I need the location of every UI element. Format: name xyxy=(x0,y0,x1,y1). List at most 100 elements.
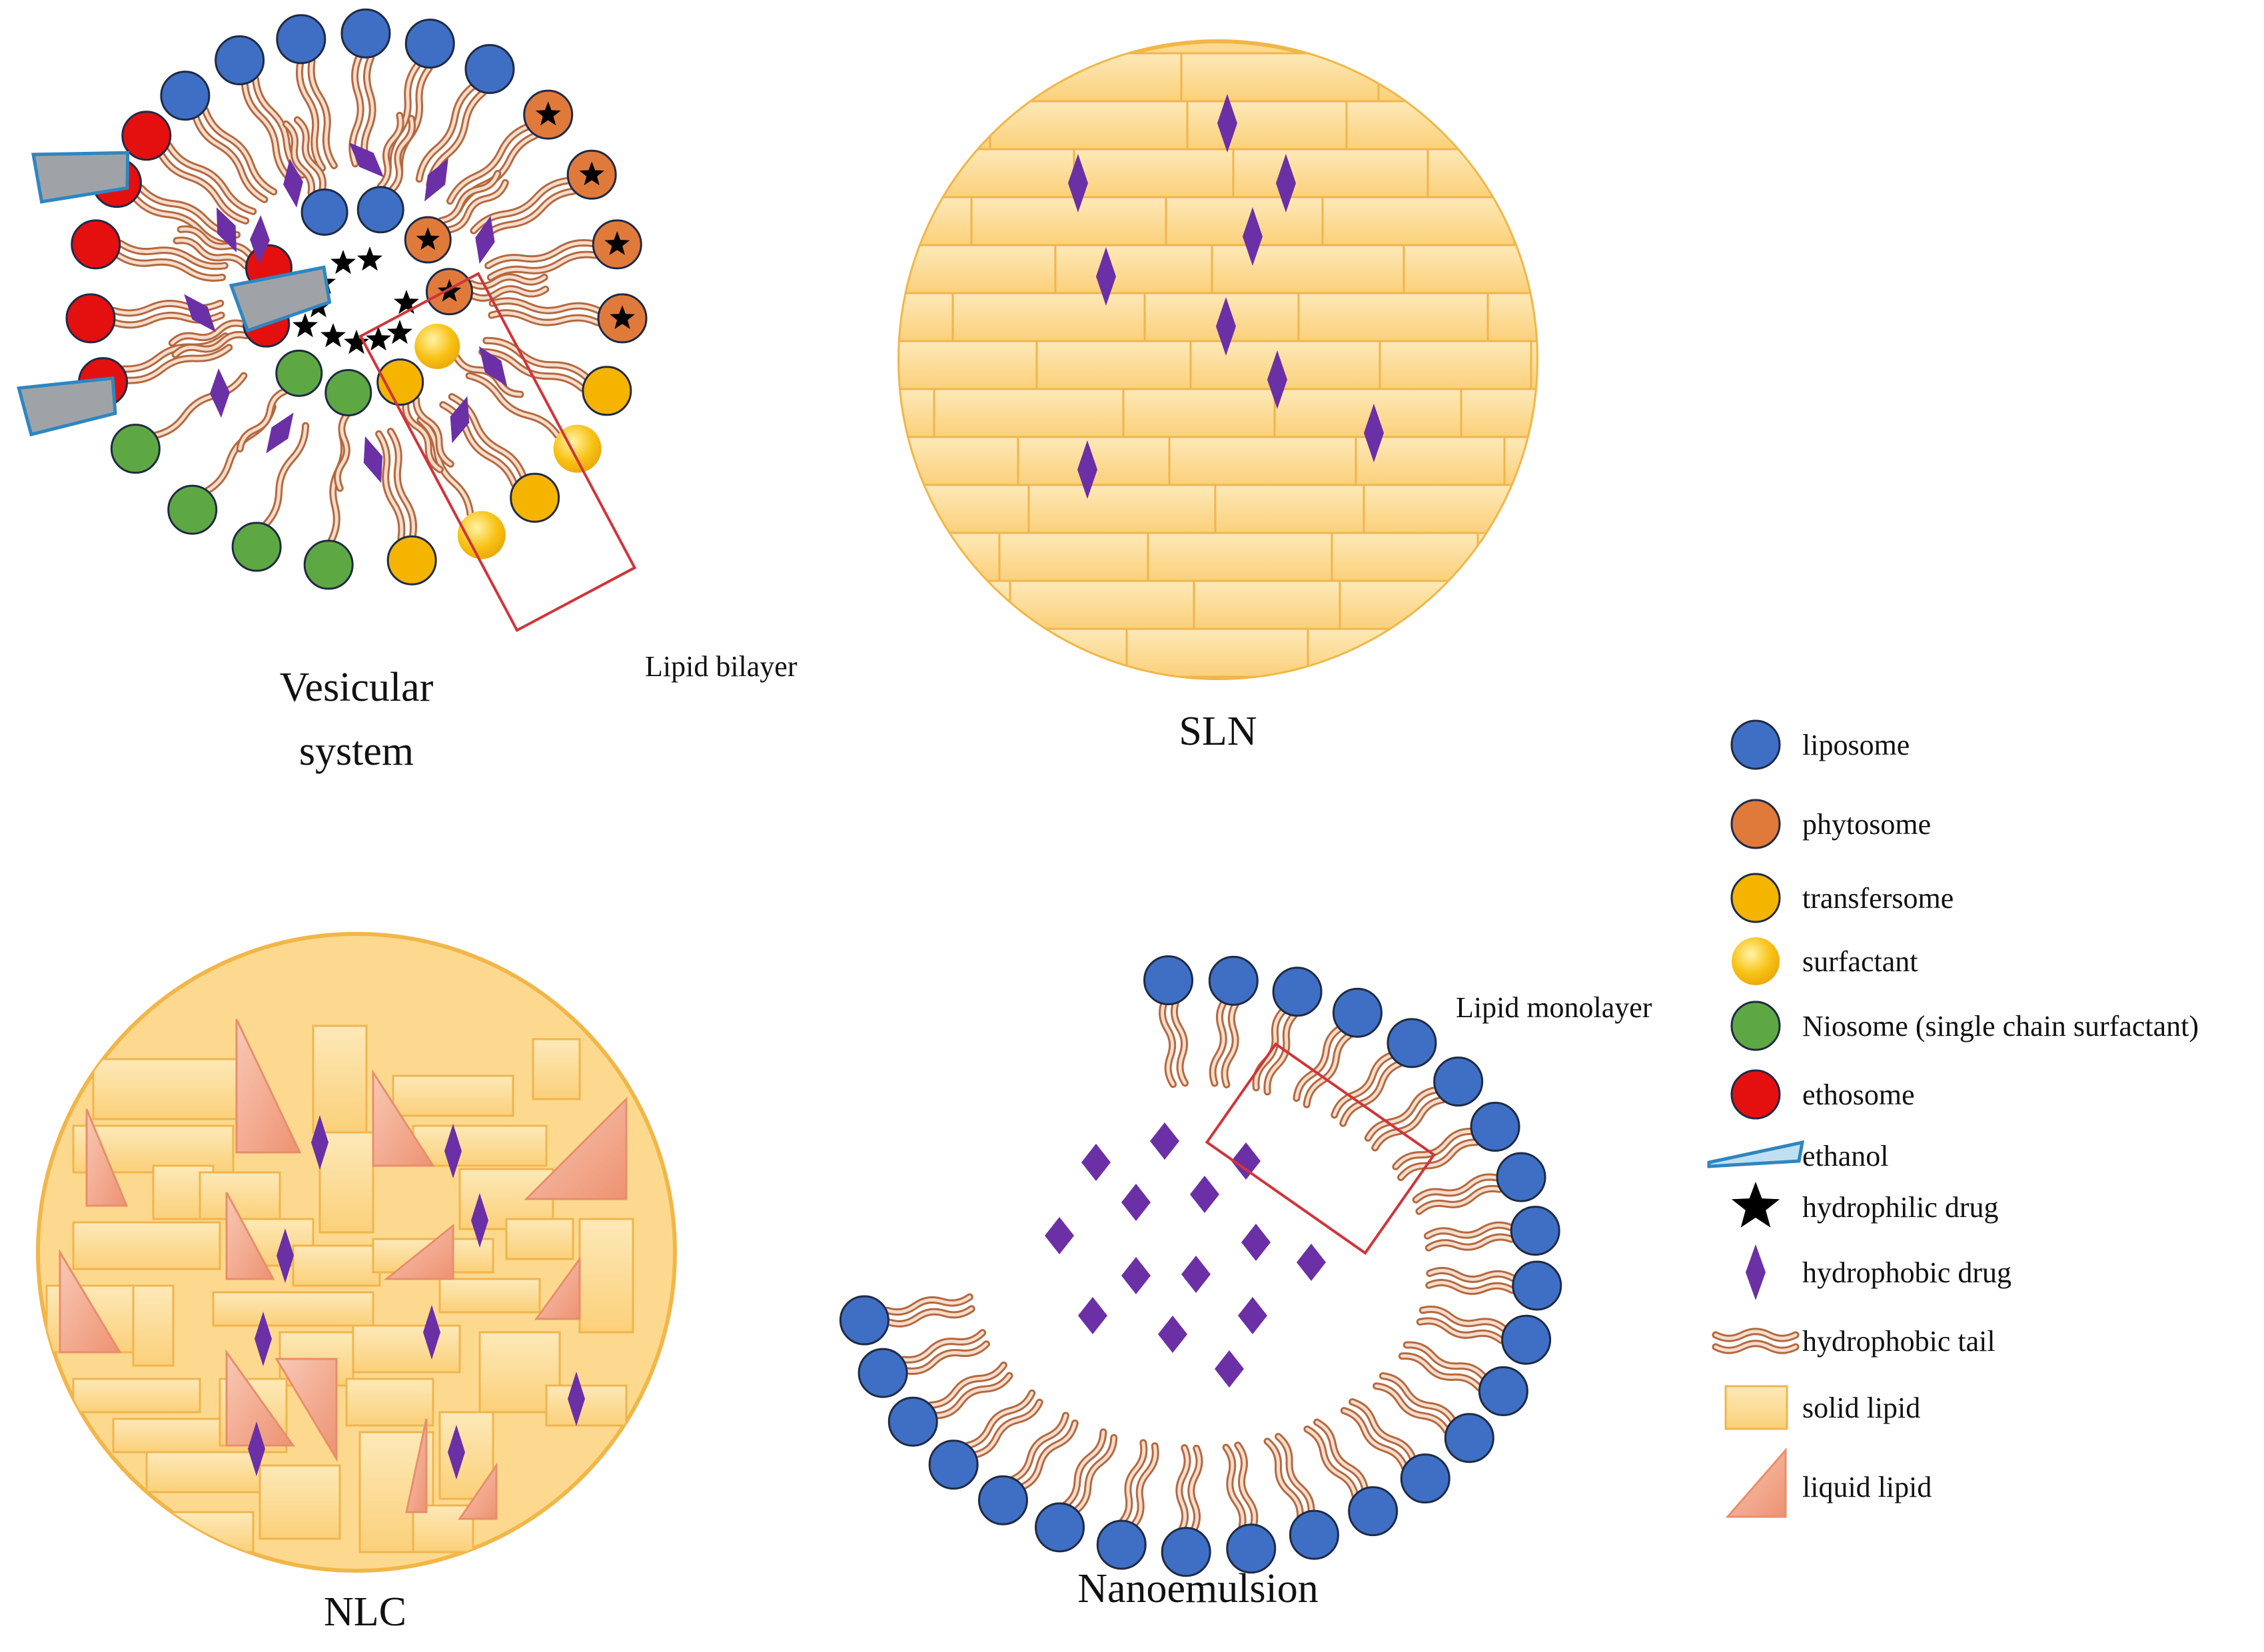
solid-lipid-block xyxy=(352,1324,461,1374)
hydrophobic-drug-icon xyxy=(1181,1256,1211,1293)
hydrophobic-drug-icon xyxy=(1077,440,1097,499)
solid-lipid-block xyxy=(292,1244,381,1287)
solid-lipid-brick xyxy=(1486,292,1536,342)
hydrophobic-drug-icon xyxy=(1045,1217,1074,1254)
hydrophilic-drug-star-icon xyxy=(394,290,419,314)
solid-lipid-block xyxy=(259,1464,341,1540)
legend-item-tail: hydrophobic tail xyxy=(1712,1325,1995,1358)
hydrophobic-drug-icon xyxy=(478,346,508,387)
hydrophobic-drug-icon xyxy=(448,1425,465,1479)
solid-lipid-block xyxy=(412,1504,474,1553)
hydrophilic-drug-star-icon xyxy=(366,326,391,351)
legend: liposomephytosometransfersomesurfactantN… xyxy=(1707,719,2199,1518)
phytosome-star-icon xyxy=(579,161,604,186)
hydrophobic-drug-icon xyxy=(1215,1350,1244,1388)
hydrophobic-tail xyxy=(192,106,278,204)
hydrophobic-drug-icon xyxy=(277,1228,294,1283)
solid-lipid-brick xyxy=(998,532,1149,582)
liposome-head xyxy=(1478,1366,1528,1416)
red-circle-icon xyxy=(1730,1069,1781,1120)
hydrophilic-drug-star-icon xyxy=(330,250,356,274)
hydrophobic-tail xyxy=(262,422,310,528)
legend-label-niosome: Niosome (single chain surfactant) xyxy=(1802,1010,2199,1042)
hydrophobic-tail xyxy=(484,238,599,281)
solid-lipid-brick xyxy=(899,148,1075,199)
legend-label-ethosome: ethosome xyxy=(1802,1078,1915,1111)
hydrophobic-drug-icon xyxy=(1081,1144,1111,1181)
solid-lipid-brick xyxy=(1538,53,1732,101)
ethosome-head xyxy=(71,219,121,270)
solid-lipid-block xyxy=(72,1221,221,1270)
hydrophobic-tail xyxy=(151,372,248,440)
solid-lipid-brick xyxy=(1193,580,1341,630)
hydrophobic-drug-icon xyxy=(1096,247,1116,306)
liquid-lipid-triangle xyxy=(524,1096,628,1200)
liposome-head xyxy=(160,71,211,121)
lipid-bilayer-callout-box xyxy=(358,272,637,632)
hydrophobic-tail xyxy=(1303,1418,1369,1501)
hydrophobic-drug-icon xyxy=(1158,1316,1187,1353)
hydrophobic-drug-icon xyxy=(471,1193,488,1248)
liposome-head xyxy=(1444,1413,1494,1463)
hydrophobic-tail xyxy=(1293,1024,1355,1108)
hydrophobic-tail xyxy=(1061,1428,1118,1515)
niosome-head xyxy=(167,484,218,535)
hydrophobic-tail xyxy=(1712,1328,1800,1354)
hydrophobic-tail xyxy=(376,111,416,193)
transfersome-head xyxy=(510,472,560,523)
solid-lipid-brick xyxy=(1503,436,1536,486)
legend-label-hydrophobic: hydrophobic drug xyxy=(1802,1256,2011,1289)
liposome-head xyxy=(404,18,455,69)
hydrophobic-tail xyxy=(899,1329,990,1375)
phytosome-star-icon xyxy=(610,305,635,329)
legend-item-surfactant: surfactant xyxy=(1732,937,1918,985)
solid-lipid-block xyxy=(545,1384,628,1427)
liposome-head xyxy=(1289,1509,1339,1560)
solid-lipid-brick xyxy=(1403,244,1536,294)
solid-lipid-brick xyxy=(899,532,1001,582)
solid-lipid-brick xyxy=(899,436,1019,486)
hydrophobic-drug-icon xyxy=(1078,1297,1107,1334)
hydrophobic-drug-icon xyxy=(216,207,237,252)
hydrophobic-tail xyxy=(1209,997,1241,1088)
solid-lipid-brick xyxy=(1186,100,1348,151)
solid-lipid-block xyxy=(72,1378,201,1414)
solid-lipid-brick xyxy=(1125,627,1309,678)
legend-label-tail: hydrophobic tail xyxy=(1802,1325,1995,1358)
legend-item-ethanol: ethanol xyxy=(1707,1140,1889,1172)
hydrophobic-tail xyxy=(168,319,250,358)
liposome-head xyxy=(977,1475,1028,1525)
liposome-head xyxy=(1496,1152,1546,1202)
solid-lipid-brick xyxy=(1147,532,1333,582)
niosome-head xyxy=(303,540,354,590)
hydrophobic-drug-icon xyxy=(266,412,294,454)
niosome-head xyxy=(110,424,161,474)
solid-lipid-block xyxy=(345,1378,434,1427)
hydrophobic-tail xyxy=(883,1293,975,1328)
liposome-head xyxy=(1226,1523,1277,1574)
hydrophobic-drug-icon xyxy=(363,436,383,483)
solid-lipid-brick xyxy=(1211,244,1405,294)
solid-lipid-brick xyxy=(899,340,1038,390)
hydrophilic-drug-star-icon xyxy=(387,320,412,344)
hydrophilic-drug-star-icon xyxy=(320,323,346,348)
hydrophobic-tail xyxy=(1252,1005,1300,1096)
hydrophobic-tail xyxy=(173,225,254,270)
solid-lipid-block xyxy=(438,1278,541,1314)
liquid-lipid-triangle xyxy=(405,1418,428,1513)
hydrophobic-drug-icon xyxy=(1068,154,1088,212)
nanoemulsion-title: Nanoemulsion xyxy=(1077,1566,1319,1611)
solid-lipid-brick xyxy=(1018,52,1183,103)
liposome-head xyxy=(887,1396,938,1447)
hydrophobic-tail xyxy=(1416,1305,1508,1344)
hydrophobic-drug-icon xyxy=(475,215,495,264)
star-icon xyxy=(1731,1182,1780,1228)
yellow-circle-icon xyxy=(1730,873,1781,923)
liquid-lipid-triangle xyxy=(534,1256,581,1320)
hydrophobic-tail xyxy=(1222,1442,1259,1533)
hydrophobic-drug-icon xyxy=(255,1312,272,1366)
liposome-head xyxy=(356,186,404,234)
liquid-lipid-triangle xyxy=(372,1068,435,1167)
liposome-head xyxy=(928,1440,979,1490)
